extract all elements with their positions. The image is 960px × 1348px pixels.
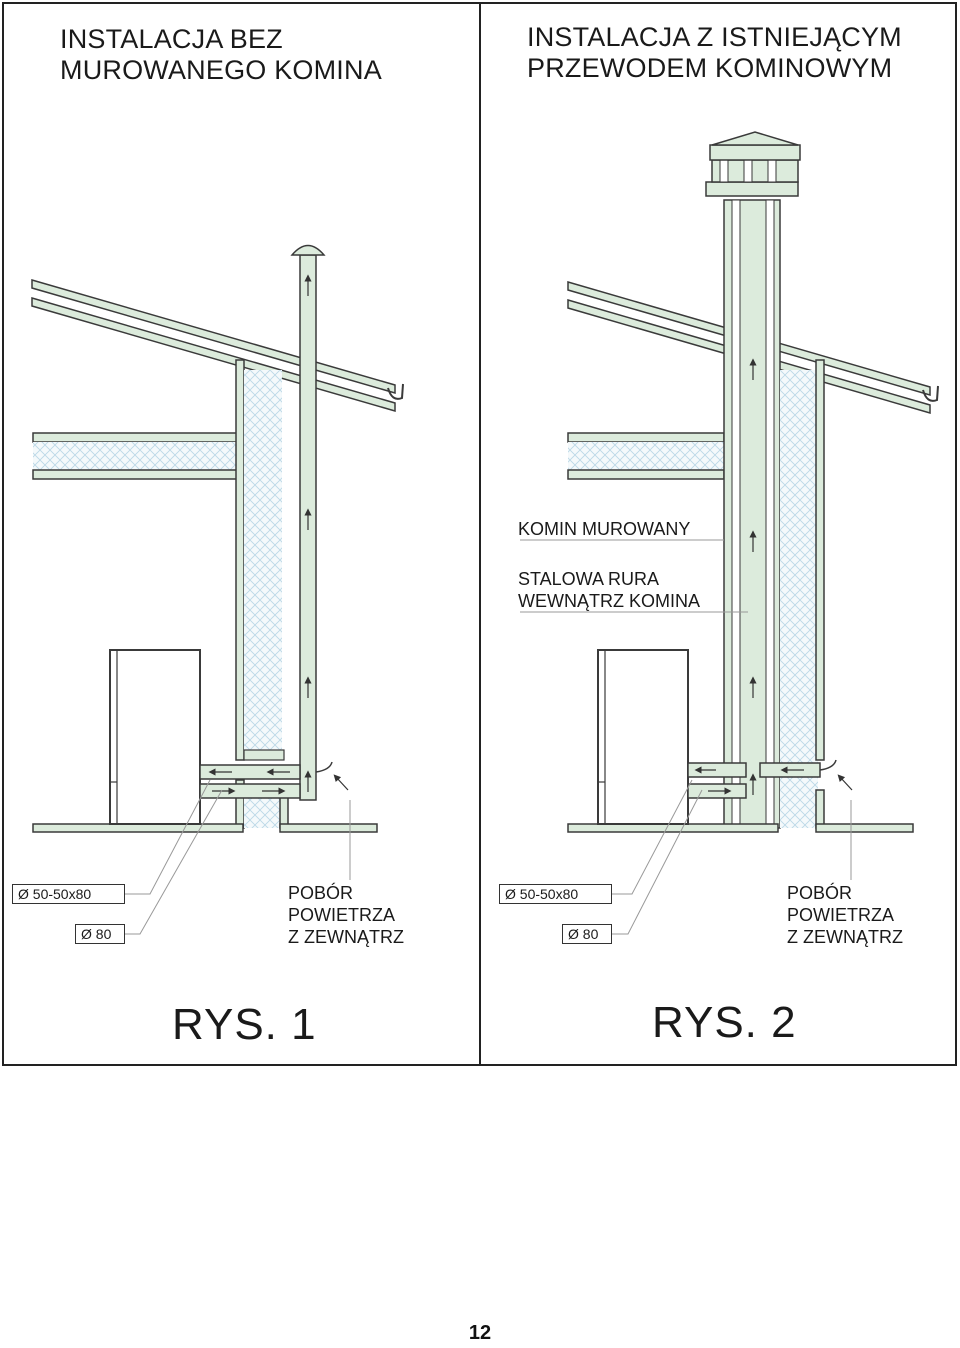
rys2-air-intake-line3: Z ZEWNĄTRZ <box>787 927 903 947</box>
rys2-figure-label: RYS. 2 <box>652 998 797 1047</box>
rys2-leader-lines <box>520 539 852 935</box>
rys1-boiler <box>109 649 201 825</box>
rys2-boiler <box>597 649 689 825</box>
rys1-wall <box>235 359 289 829</box>
rys2-horizontal-pipes <box>687 759 853 799</box>
rys2-air-intake-label: POBÓR POWIETRZA Z ZEWNĄTRZ <box>787 882 903 948</box>
page-number: 12 <box>468 1322 492 1344</box>
rys1-air-intake-line3: Z ZEWNĄTRZ <box>288 927 404 947</box>
rys1-ceiling <box>32 432 244 480</box>
rys1-title-line2: MUROWANEGO KOMINA <box>60 55 382 85</box>
rys1-floor <box>32 823 378 833</box>
rys2-air-intake-line2: POWIETRZA <box>787 905 894 925</box>
rys1-leader-lines <box>125 779 351 935</box>
rys1-roof <box>31 279 404 412</box>
rys1-air-intake-label: POBÓR POWIETRZA Z ZEWNĄTRZ <box>288 882 404 948</box>
rys1-drawing <box>31 244 404 935</box>
rys2-title-line1: INSTALACJA Z ISTNIEJĄCYM <box>527 22 902 52</box>
rys2-steel-pipe-label: STALOWA RURA WEWNĄTRZ KOMINA <box>518 568 700 612</box>
rys2-drawing <box>520 131 939 935</box>
rys2-title: INSTALACJA Z ISTNIEJĄCYM PRZEWODEM KOMIN… <box>527 22 902 84</box>
rys1-horizontal-pipes <box>199 761 349 799</box>
rys2-floor <box>567 823 914 833</box>
rys1-title: INSTALACJA BEZ MUROWANEGO KOMINA <box>60 24 382 86</box>
rys2-coaxial-pipe-tag: Ø 50-50x80 <box>499 884 612 904</box>
rys2-single-pipe-tag: Ø 80 <box>562 924 612 944</box>
panel-divider <box>479 2 481 1066</box>
rys2-steel-pipe-line2: WEWNĄTRZ KOMINA <box>518 591 700 611</box>
rys2-chimney-label: KOMIN MUROWANY <box>518 519 691 539</box>
rys1-figure-label: RYS. 1 <box>172 1000 317 1049</box>
rys2-ceiling <box>567 432 725 480</box>
rys1-air-intake-line1: POBÓR <box>288 883 354 903</box>
rys1-title-line1: INSTALACJA BEZ <box>60 24 283 54</box>
rys1-single-pipe-tag: Ø 80 <box>75 924 125 944</box>
rys2-title-line2: PRZEWODEM KOMINOWYM <box>527 53 893 83</box>
rys2-air-intake-line1: POBÓR <box>787 883 853 903</box>
rys2-chimney <box>705 131 825 829</box>
rys1-coaxial-pipe-tag: Ø 50-50x80 <box>12 884 125 904</box>
rys1-flue-pipe <box>290 244 326 801</box>
rys2-steel-pipe-line1: STALOWA RURA <box>518 569 660 589</box>
rys1-air-intake-line2: POWIETRZA <box>288 905 395 925</box>
